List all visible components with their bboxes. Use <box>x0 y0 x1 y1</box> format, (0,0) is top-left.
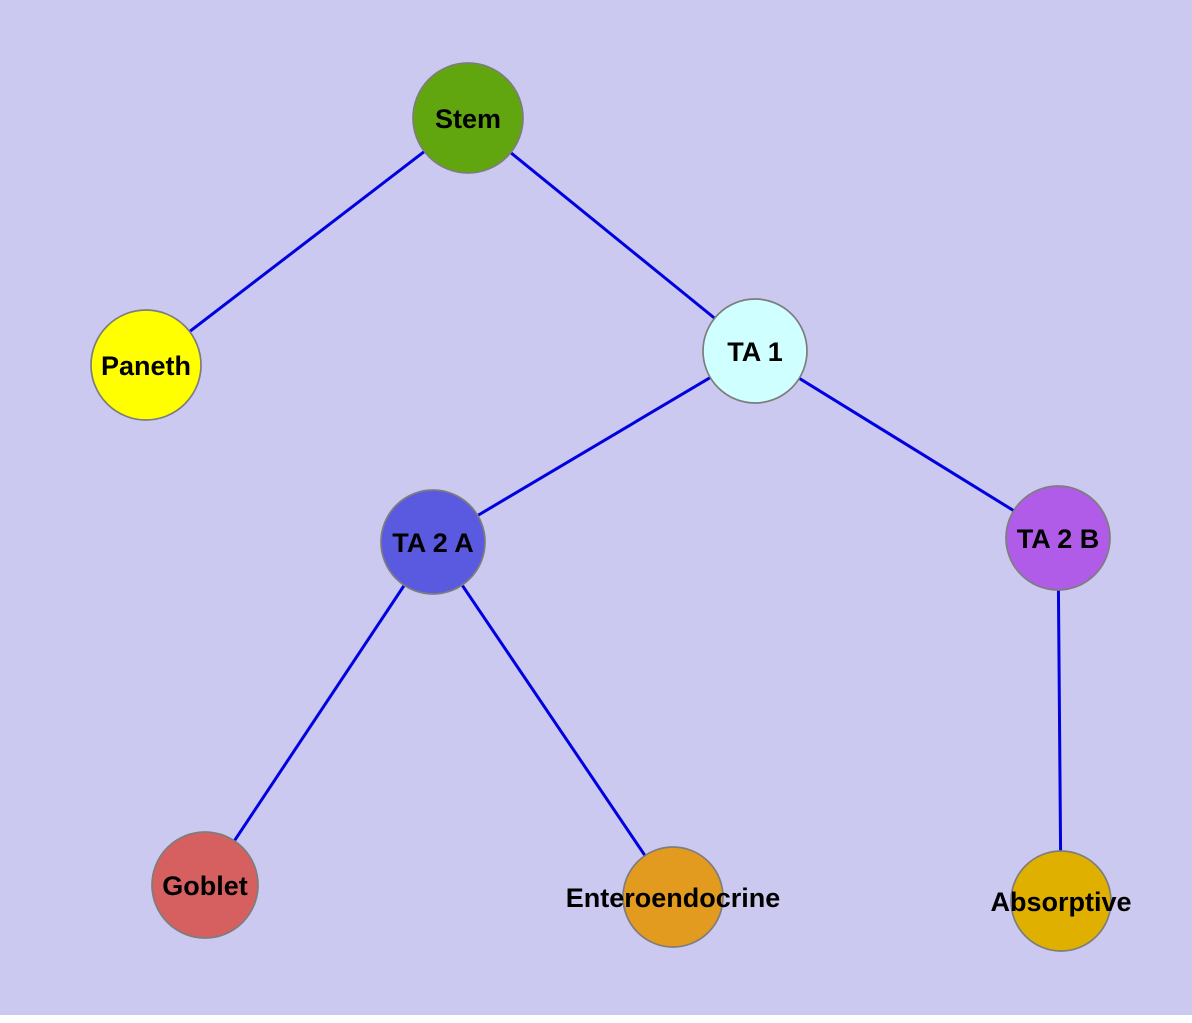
node-ta2b[interactable] <box>1005 485 1111 591</box>
node-stem[interactable] <box>412 62 524 174</box>
node-paneth[interactable] <box>90 309 202 421</box>
node-ta1[interactable] <box>702 298 808 404</box>
node-enteroendocrine[interactable] <box>622 846 724 948</box>
node-goblet[interactable] <box>151 831 259 939</box>
node-absorptive[interactable] <box>1010 850 1112 952</box>
edge-ta2a-goblet <box>203 540 435 887</box>
edge-stem-paneth <box>144 116 470 367</box>
edge-ta2b-absorptive <box>1056 536 1063 903</box>
bottom-margin <box>0 1015 1192 1023</box>
edge-ta1-ta2b <box>753 349 1060 540</box>
edge-ta1-ta2a <box>431 349 757 544</box>
edge-ta2a-enteroendocrine <box>431 540 675 899</box>
edge-stem-ta1 <box>466 116 757 353</box>
node-ta2a[interactable] <box>380 489 486 595</box>
